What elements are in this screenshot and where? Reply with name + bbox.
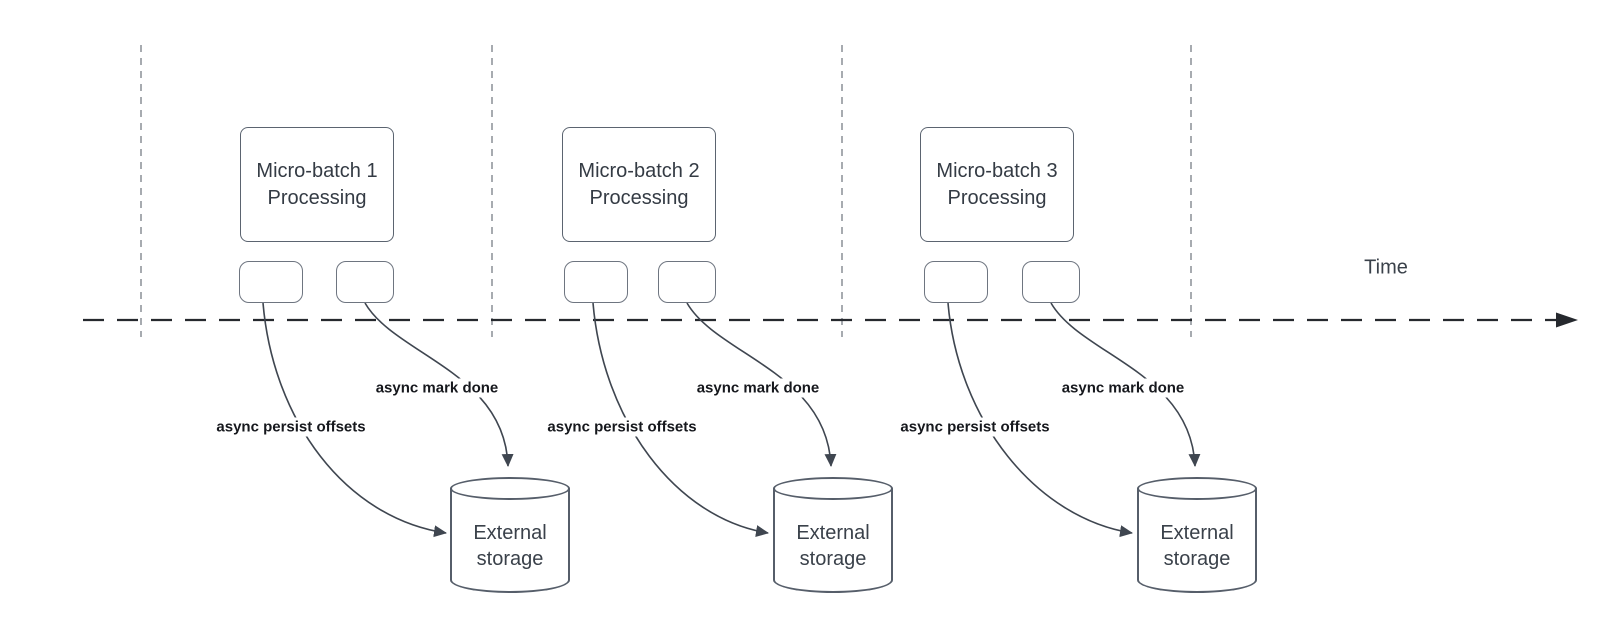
async-persist-offsets-label-2: async persist offsets <box>543 417 701 437</box>
cylinder-top-ellipse <box>1137 477 1257 500</box>
cylinder-body <box>773 488 893 593</box>
persist-offsets-arrow-1 <box>262 302 447 538</box>
mark-done-arrow-3 <box>1050 302 1201 467</box>
mark-done-arrow-1 <box>364 302 514 467</box>
time-axis-label: Time <box>1364 256 1408 279</box>
async-persist-offsets-label-3: async persist offsets <box>896 417 1054 437</box>
persist-offsets-arrow-3 <box>947 302 1133 538</box>
external-storage-label: External storage <box>796 522 870 570</box>
mark-done-task-box-1 <box>336 261 394 303</box>
async-persist-offsets-label-1: async persist offsets <box>212 417 370 437</box>
mark-done-task-box-3 <box>1022 261 1080 303</box>
external-storage-label: External storage <box>473 522 547 570</box>
cylinder-body <box>450 488 570 593</box>
async-mark-done-label-1: async mark done <box>371 378 503 398</box>
persist-offsets-task-box-2 <box>564 261 628 303</box>
cylinder-top-ellipse <box>450 477 570 500</box>
mark-done-task-box-2 <box>658 261 716 303</box>
external-storage-label: External storage <box>1160 522 1234 570</box>
persist-offsets-task-box-1 <box>239 261 303 303</box>
async-mark-done-label-2: async mark done <box>692 378 824 398</box>
mark-done-arrow-2 <box>686 302 837 467</box>
cylinder-body <box>1137 488 1257 593</box>
persist-offsets-task-box-3 <box>924 261 988 303</box>
cylinder-top-ellipse <box>773 477 893 500</box>
external-storage-cylinder-1: External storage <box>450 477 570 593</box>
async-mark-done-label-3: async mark done <box>1057 378 1189 398</box>
microbatch-3-processing-box: Micro-batch 3 Processing <box>920 127 1074 242</box>
microbatch-2-processing-box: Micro-batch 2 Processing <box>562 127 716 242</box>
external-storage-cylinder-2: External storage <box>773 477 893 593</box>
time-axis-arrowhead-icon <box>1556 312 1578 328</box>
microbatch-1-processing-box: Micro-batch 1 Processing <box>240 127 394 242</box>
external-storage-cylinder-3: External storage <box>1137 477 1257 593</box>
persist-offsets-arrow-2 <box>592 302 769 538</box>
